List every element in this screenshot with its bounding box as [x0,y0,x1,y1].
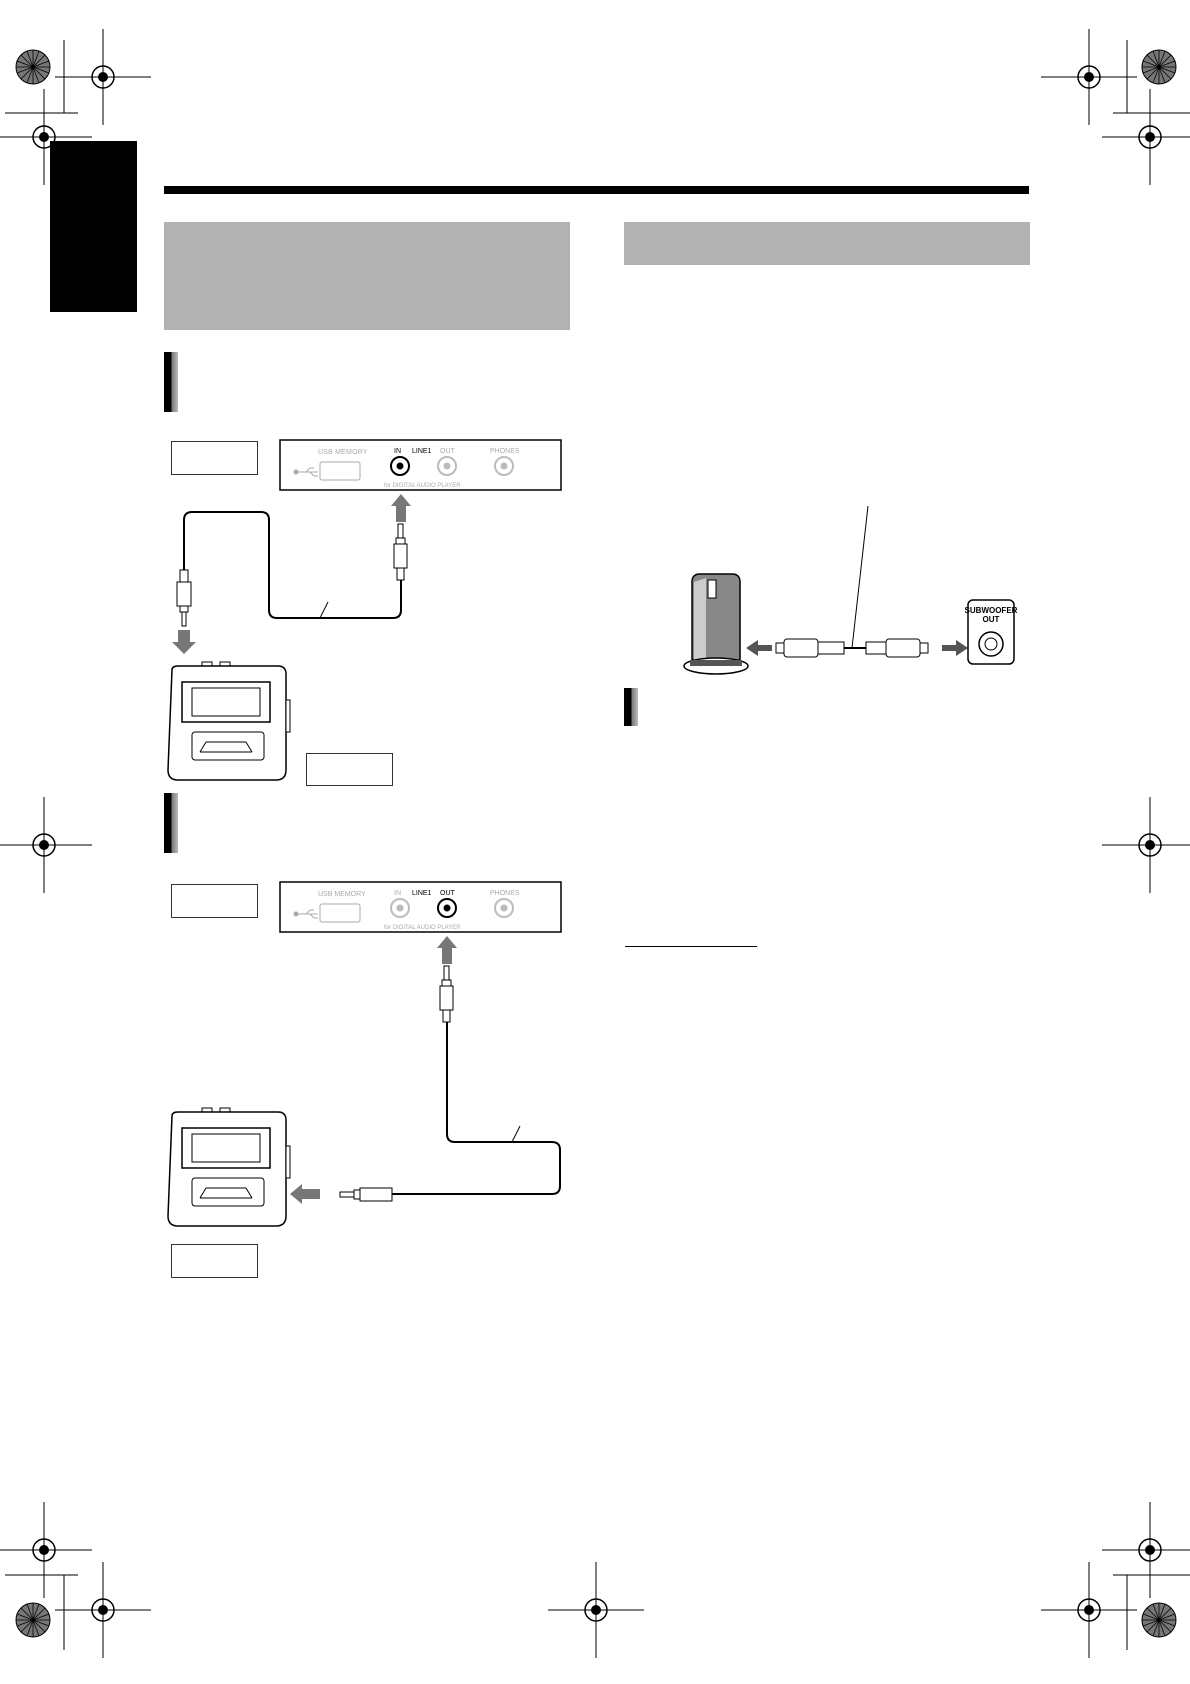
reg-mark-4 [1101,88,1190,186]
in-label-bottom: IN [394,890,401,897]
reg-mark-3 [1040,28,1138,126]
mini-plug-side [339,1187,393,1202]
footnote-separator [625,946,757,947]
line-in-connection-diagram: USB MEMORY IN LINE1 OUT PHONES for DIGIT… [167,439,562,781]
usb-label: USB MEMORY [318,449,368,456]
panel-sub-label: for DIGITAL AUDIO PLAYER [384,483,461,489]
star-mark-bottom-right [1141,1602,1177,1638]
subwoofer-label-line1: SUBWOOFER [965,606,1018,615]
section-marker-output [164,793,178,853]
usb-port [319,461,361,481]
mini-plug-upper-bottom [439,965,454,1023]
audio-cable-bottom [392,1022,561,1195]
subwoofer-speaker [683,573,749,675]
left-section-heading-box [164,222,570,330]
arrow-right-icon-subwoofer [942,640,968,656]
star-mark-bottom-left [15,1602,51,1638]
mini-plug-upper [393,523,408,581]
unit-label-box-bottom [171,884,258,918]
arrow-up-icon [391,494,411,522]
panel-sub-label-bottom: for DIGITAL AUDIO PLAYER [384,925,461,931]
phones-label-bottom: PHONES [490,890,520,897]
subwoofer-out-jack: SUBWOOFER OUT [965,599,1018,665]
header-rule [164,186,1029,194]
unit-rear-panel-bottom [279,881,562,933]
reg-mark-9 [547,1561,645,1659]
arrow-left-icon [290,1184,320,1204]
reg-mark-1 [54,28,152,126]
out-label: OUT [440,448,456,455]
line-label-bottom: LINE1 [412,890,432,897]
star-mark-top-right [1141,49,1177,85]
right-section-heading-box [624,222,1030,265]
subwoofer-connection-diagram: SUBWOOFER OUT [683,505,1018,675]
cable-pointer-line-bottom [511,1125,521,1143]
reg-mark-11 [1101,1501,1190,1599]
usb-icon [293,467,318,477]
portable-player-top [167,661,291,781]
phones-label: PHONES [490,448,520,455]
reg-mark-10 [1040,1561,1138,1659]
usb-icon-bottom [293,909,318,919]
unit-label-box-top [171,441,258,475]
chapter-tab [50,141,137,312]
subwoofer-label-line2: OUT [983,615,1000,624]
reg-mark-7 [0,1501,93,1599]
arrow-up-icon-bottom [437,936,457,964]
mini-plug-lower [176,569,192,627]
usb-port-bottom [319,903,361,923]
section-marker-input [164,352,178,412]
reg-mark-5 [0,796,93,894]
cable-pointer-line-subwoofer [851,505,869,649]
cable-pointer-line [319,601,329,619]
out-label-bottom: OUT [440,890,456,897]
reg-mark-6 [1101,796,1190,894]
in-label: IN [394,448,401,455]
reg-mark-2 [0,88,93,186]
player-label-box-bottom [171,1244,258,1278]
section-marker-subwoofer-note [624,688,638,726]
rca-cable [775,638,929,658]
line-label: LINE1 [412,448,432,455]
reg-mark-8 [54,1561,152,1659]
usb-label-bottom: USB MEMORY [318,891,366,898]
audio-cable [183,511,402,619]
player-label-box-top [306,753,393,786]
portable-player-bottom [167,1107,291,1227]
arrow-left-icon-subwoofer [746,640,772,656]
line-out-connection-diagram: USB MEMORY IN LINE1 OUT PHONES for DIGIT… [167,881,562,1227]
star-mark-top-left [15,49,51,85]
arrow-down-icon [172,630,196,654]
